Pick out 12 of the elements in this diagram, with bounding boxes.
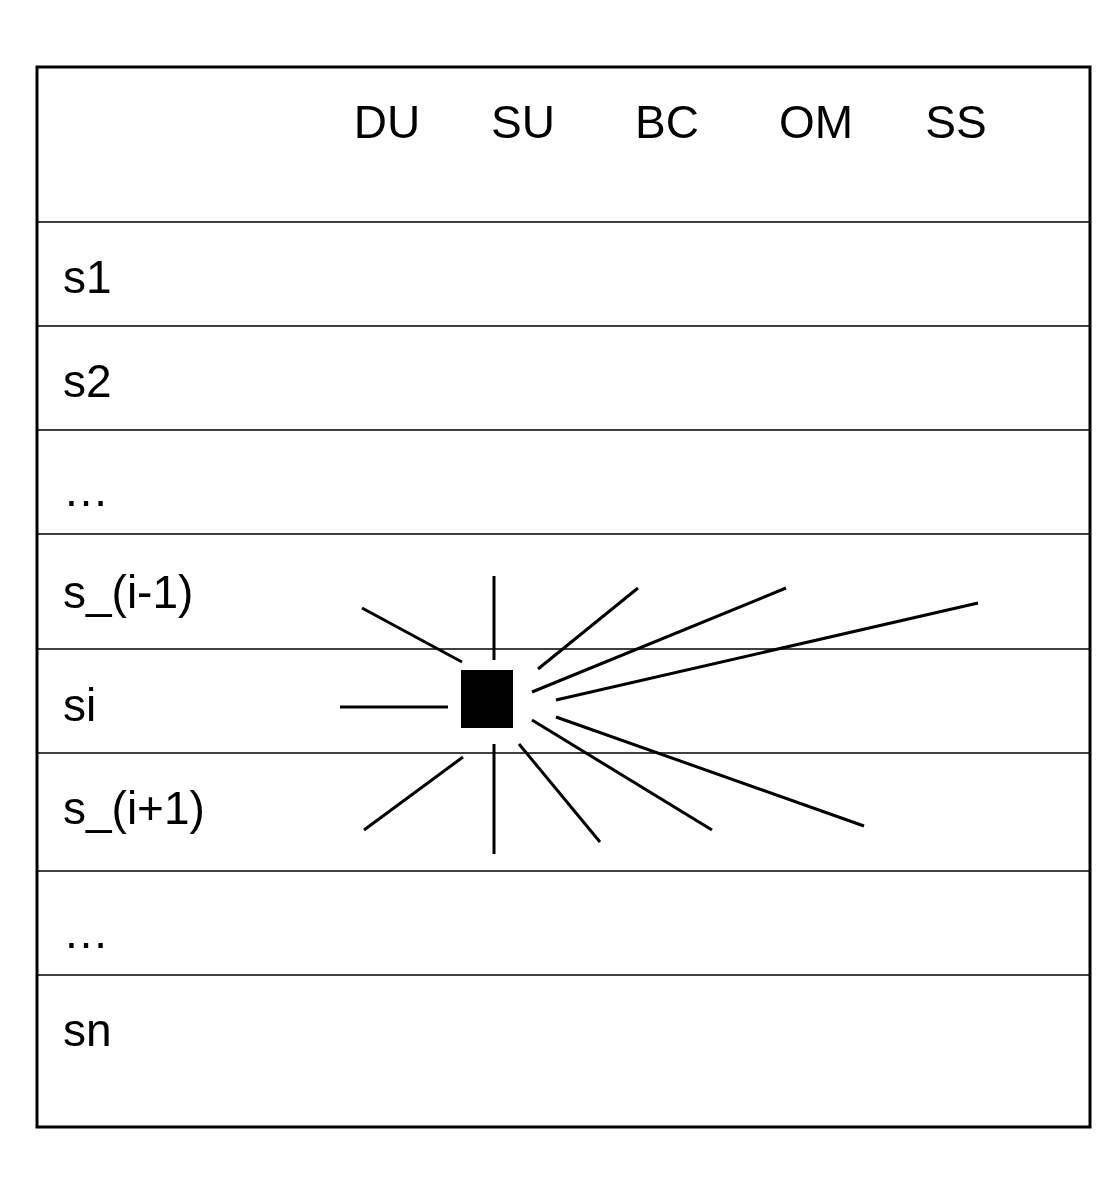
row-label: …: [63, 467, 109, 513]
row-label: si: [63, 682, 97, 728]
column-header: OM: [778, 99, 854, 145]
row-label: …: [63, 909, 109, 955]
row-label: s1: [63, 254, 112, 300]
column-header: SU: [491, 99, 555, 145]
column-header: BC: [635, 99, 699, 145]
column-header: SS: [925, 99, 987, 145]
row-label: sn: [63, 1007, 112, 1053]
column-header: DU: [353, 99, 421, 145]
row-label: s2: [63, 358, 112, 404]
filled-square: [461, 670, 513, 728]
